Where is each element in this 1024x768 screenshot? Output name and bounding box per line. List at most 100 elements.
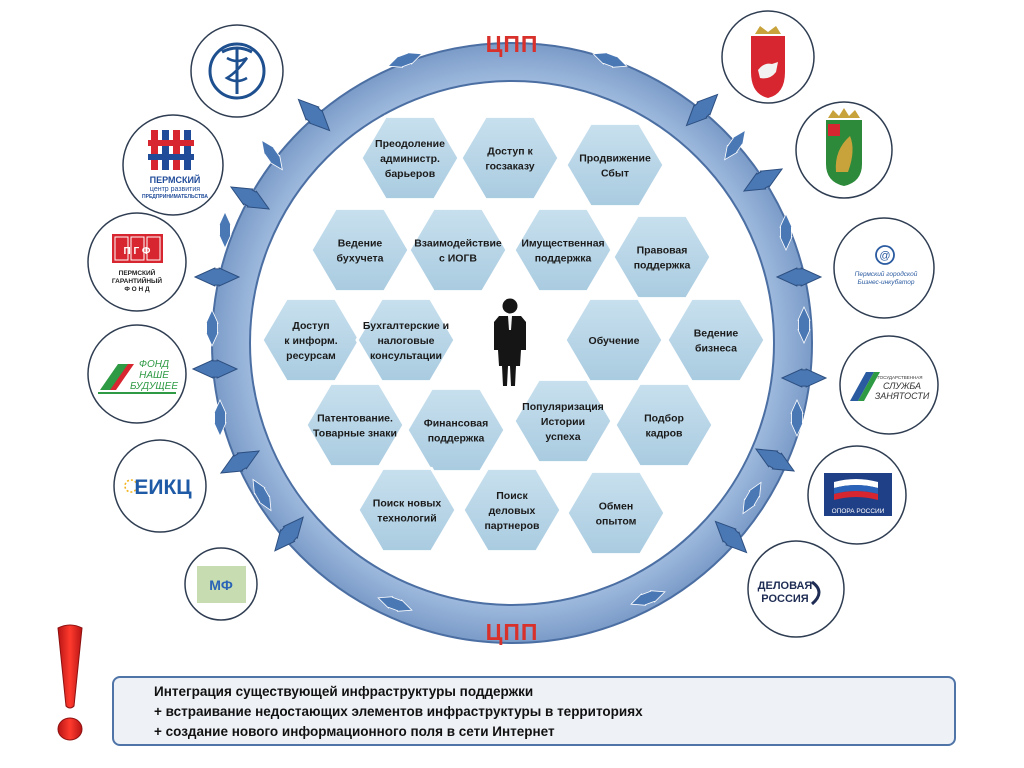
service-hex-label: бизнеса — [695, 343, 737, 355]
double-arrow-icon — [274, 516, 304, 552]
service-hex-shape — [459, 114, 561, 202]
double-arrow-icon — [779, 213, 793, 251]
service-hex-label: партнеров — [484, 520, 540, 532]
service-hex-shape — [461, 466, 563, 554]
partner-dr-line2: РОССИЯ — [761, 593, 809, 605]
partner-employment-line1: ГОСУДАРСТВЕННАЯ — [877, 375, 922, 380]
partner-perm-krai-emblem[interactable] — [721, 10, 815, 104]
partner-perm-city-emblem[interactable] — [795, 101, 893, 199]
service-hex-shape — [304, 381, 406, 469]
service-hex-shape — [563, 296, 665, 384]
partner-pgf-line2: ГАРАНТИЙНЫЙ — [112, 276, 162, 285]
partner-pbdc-line3: ПРЕДПРИНИМАТЕЛЬСТВА — [142, 194, 208, 200]
partner-perm-business-development-center[interactable]: ПЕРМСКИЙ центр развития ПРЕДПРИНИМАТЕЛЬС… — [122, 114, 224, 216]
service-hex[interactable]: Доступ к госзаказу — [459, 114, 561, 202]
partner-employment-service[interactable]: ГОСУДАРСТВЕННАЯ СЛУЖБА ЗАНЯТОСТИ — [839, 335, 939, 435]
partner-pgf-letters: П Г Ф — [124, 246, 151, 257]
partner-delovaya-rossiya[interactable]: ДЕЛОВАЯ РОССИЯ — [747, 540, 845, 638]
service-hex-label: Преодоление — [375, 138, 445, 150]
service-hex[interactable]: Правовая поддержка — [611, 213, 713, 301]
partner-fund-line3: БУДУЩЕЕ — [130, 381, 178, 392]
partner-fund-line2: НАШЕ — [139, 370, 169, 381]
double-arrow-icon — [213, 399, 227, 437]
service-hex-shape — [359, 114, 461, 202]
service-hex-shape — [665, 296, 767, 384]
double-arrow-icon — [229, 186, 271, 210]
double-arrow-icon — [387, 52, 423, 68]
double-arrow-icon — [261, 139, 283, 171]
partner-chamber-of-commerce[interactable] — [190, 24, 284, 118]
bear-crest-icon — [751, 26, 785, 98]
notice-line-3: + создание нового информационного поля в… — [154, 724, 555, 739]
service-hex-label: госзаказу — [485, 161, 534, 173]
partner-fund-our-future[interactable]: ФОНД НАШЕ БУДУЩЕЕ — [87, 324, 187, 424]
businessman-icon — [494, 298, 526, 386]
service-hex-shape — [512, 377, 614, 465]
service-hex-shape — [405, 386, 507, 474]
service-hex-label: Патентование. — [317, 413, 393, 425]
pgf-logo-icon — [112, 234, 163, 263]
double-arrow-icon — [592, 52, 628, 68]
service-hex-label: к информ. — [284, 335, 337, 347]
service-hex[interactable]: Обучение — [563, 296, 665, 384]
service-hex-shape — [355, 296, 457, 384]
service-hex[interactable]: Патентование.Товарные знаки — [304, 381, 406, 469]
service-hex-label: кадров — [645, 428, 683, 440]
caduceus-icon — [208, 42, 266, 100]
service-hex[interactable]: Подбор кадров — [613, 381, 715, 469]
service-hex-label: Имущественная — [521, 238, 604, 250]
partner-opora-label: ОПОРА РОССИИ — [832, 508, 885, 515]
partner-eikc[interactable]: ЕИКЦ — [113, 439, 207, 533]
service-hex-label: Взаимодействие — [414, 238, 502, 250]
service-hex-label: налоговые — [377, 335, 434, 347]
service-hex-label: Сбыт — [601, 168, 629, 180]
double-arrow-icon — [219, 450, 261, 474]
double-arrow-icon — [754, 448, 796, 472]
service-hex-label: опытом — [596, 516, 637, 528]
partner-pgf-line1: ПЕРМСКИЙ — [119, 268, 156, 277]
service-hex-label: Поиск — [496, 490, 528, 502]
ring-arrows — [191, 52, 828, 612]
double-arrow-icon — [742, 168, 784, 192]
service-hex-label: Бухгалтерские и — [363, 320, 449, 332]
partner-perm-guarantee-fund[interactable]: П Г Ф ПЕРМСКИЙ ГАРАНТИЙНЫЙ Ф О Н Д — [87, 212, 187, 312]
notice-line-1: Интеграция существующей инфраструктуры п… — [154, 684, 534, 699]
partner-eikc-label: ЕИКЦ — [134, 476, 192, 499]
service-hex-shape — [512, 206, 614, 294]
city-crest-icon — [826, 108, 862, 186]
mf-logo-icon — [197, 566, 246, 603]
service-hex-label: Ведение — [694, 328, 739, 340]
fund-logo-icon — [98, 364, 176, 394]
service-hex[interactable]: Бухгалтерские и налоговые консультации — [355, 296, 457, 384]
service-hex-label: Правовая — [637, 245, 688, 257]
service-hex-label: Доступ к — [487, 146, 533, 158]
partner-pgf-line3: Ф О Н Д — [124, 286, 150, 293]
service-hex-label: успеха — [545, 431, 580, 443]
incubator-logo-icon: @ — [875, 245, 895, 265]
partner-pbdc-line1: ПЕРМСКИЙ — [150, 174, 201, 185]
double-arrow-icon — [775, 267, 823, 287]
service-hex-label: консультации — [370, 350, 442, 362]
service-hex[interactable]: Ведение бизнеса — [665, 296, 767, 384]
partner-business-incubator[interactable]: @ Пермский городской Бизнес-инкубатор — [833, 217, 935, 319]
notice-line-2: + встраивание недостающих элементов инфр… — [154, 704, 643, 719]
service-hex-shape — [611, 213, 713, 301]
partner-opora-russia[interactable]: ОПОРА РОССИИ — [807, 445, 907, 545]
service-hex-label: администр. — [380, 153, 440, 165]
partner-mf[interactable]: МФ — [184, 547, 258, 621]
double-arrow-icon — [797, 306, 811, 344]
service-hex-label: Подбор — [644, 413, 684, 425]
service-hex-label: поддержка — [634, 260, 691, 272]
